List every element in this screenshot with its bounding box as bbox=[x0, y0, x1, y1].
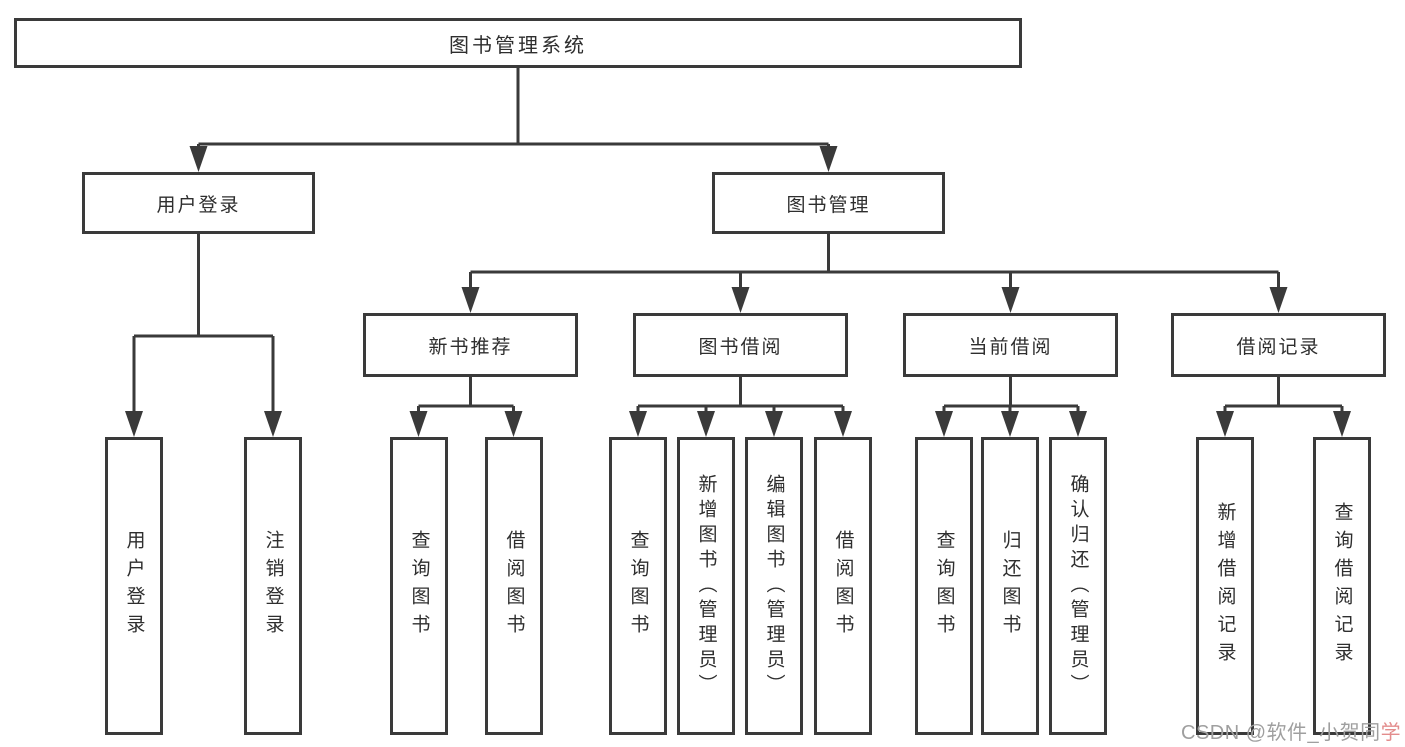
connector-current-borrow-to-leaves bbox=[935, 377, 1087, 437]
node-borrow-records-label: 借阅记录 bbox=[1236, 336, 1321, 358]
leaf-user-login-label: 用户登录 bbox=[123, 530, 145, 642]
csdn-watermark: CSDN @软件_小贺同学 bbox=[1181, 716, 1401, 745]
node-root-label: 图书管理系统 bbox=[449, 34, 587, 57]
leaf-add-borrow-record-label: 新增借阅记录 bbox=[1214, 502, 1236, 670]
leaf-query-books-recommend-label: 查询图书 bbox=[408, 530, 430, 642]
csdn-watermark-accent: 学 bbox=[1380, 722, 1402, 744]
leaf-borrow-books-recommend-label: 借阅图书 bbox=[503, 530, 525, 642]
leaf-user-login: 用户登录 bbox=[105, 437, 163, 735]
leaf-borrow-books-label: 借阅图书 bbox=[832, 530, 854, 642]
node-user-login: 用户登录 bbox=[82, 172, 315, 234]
connector-user-login-to-leaves bbox=[125, 234, 282, 437]
leaf-add-borrow-record: 新增借阅记录 bbox=[1196, 437, 1254, 735]
leaf-add-books-admin: 新增图书（管理员） bbox=[677, 437, 735, 735]
node-root: 图书管理系统 bbox=[14, 18, 1022, 68]
node-new-book-recommend-label: 新书推荐 bbox=[428, 336, 513, 358]
leaf-confirm-return-admin: 确认归还（管理员） bbox=[1049, 437, 1107, 735]
leaf-logout-label: 注销登录 bbox=[262, 530, 284, 642]
leaf-query-books-current: 查询图书 bbox=[915, 437, 973, 735]
connector-new-book-rec-to-leaves bbox=[409, 377, 523, 437]
leaf-query-borrow-record: 查询借阅记录 bbox=[1313, 437, 1371, 735]
leaf-return-books: 归还图书 bbox=[981, 437, 1039, 735]
node-book-mgmt-label: 图书管理 bbox=[786, 194, 871, 216]
leaf-borrow-books: 借阅图书 bbox=[814, 437, 872, 735]
leaf-add-books-admin-label: 新增图书（管理员） bbox=[695, 473, 717, 699]
leaf-borrow-books-recommend: 借阅图书 bbox=[485, 437, 543, 735]
node-book-borrow-label: 图书借阅 bbox=[698, 336, 783, 358]
connector-book-borrow-to-leaves bbox=[629, 377, 852, 437]
leaf-edit-books-admin: 编辑图书（管理员） bbox=[745, 437, 803, 735]
leaf-return-books-label: 归还图书 bbox=[999, 530, 1021, 642]
leaf-edit-books-admin-label: 编辑图书（管理员） bbox=[763, 473, 785, 699]
node-user-login-label: 用户登录 bbox=[156, 194, 241, 216]
csdn-watermark-main: CSDN @软件_小贺同 bbox=[1181, 722, 1381, 744]
leaf-query-books-borrow: 查询图书 bbox=[609, 437, 667, 735]
connector-borrow-records-to-leaves bbox=[1216, 377, 1351, 437]
leaf-confirm-return-admin-label: 确认归还（管理员） bbox=[1067, 473, 1089, 699]
node-new-book-recommend: 新书推荐 bbox=[363, 313, 578, 377]
leaf-query-books-borrow-label: 查询图书 bbox=[627, 530, 649, 642]
node-current-borrow: 当前借阅 bbox=[903, 313, 1118, 377]
leaf-query-borrow-record-label: 查询借阅记录 bbox=[1331, 502, 1353, 670]
node-book-borrow: 图书借阅 bbox=[633, 313, 848, 377]
connector-book-mgmt-to-level3 bbox=[461, 234, 1288, 313]
node-current-borrow-label: 当前借阅 bbox=[968, 336, 1053, 358]
node-book-mgmt: 图书管理 bbox=[712, 172, 945, 234]
leaf-query-books-current-label: 查询图书 bbox=[933, 530, 955, 642]
node-borrow-records: 借阅记录 bbox=[1171, 313, 1386, 377]
leaf-query-books-recommend: 查询图书 bbox=[390, 437, 448, 735]
leaf-logout: 注销登录 bbox=[244, 437, 302, 735]
connector-root-to-level2 bbox=[189, 68, 838, 172]
